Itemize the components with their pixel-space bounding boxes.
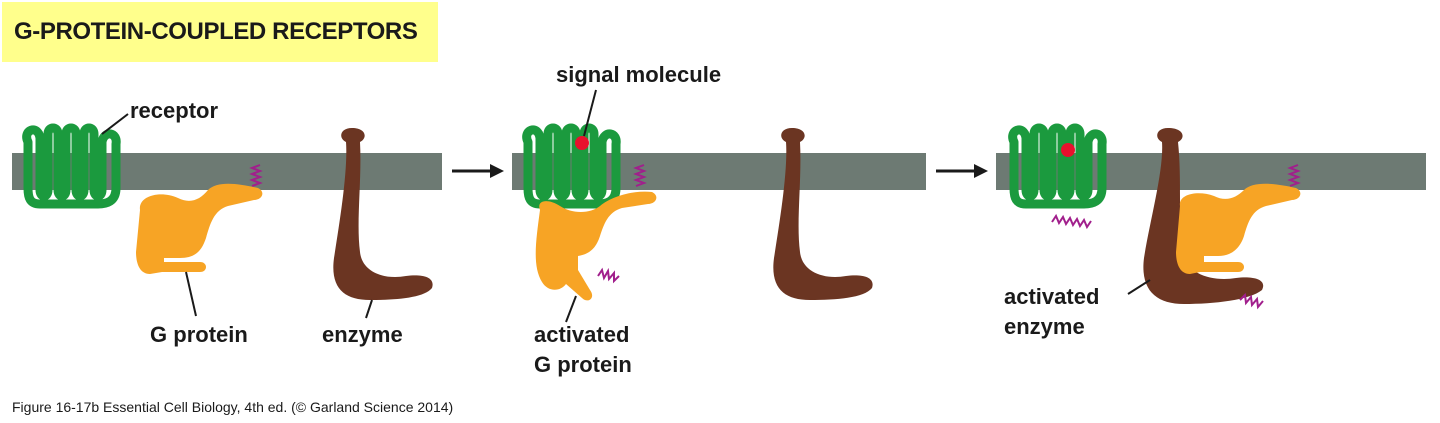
receptor-label: receptor xyxy=(130,98,218,123)
panel-3: activated enzyme xyxy=(996,128,1426,339)
panel-2: signal molecule activated G protein xyxy=(512,62,926,377)
g-protein-1 xyxy=(136,183,263,274)
signal-molecule-3 xyxy=(1061,143,1075,157)
signal-molecule-2 xyxy=(575,136,589,150)
enzyme-leader-line xyxy=(365,299,373,319)
activated-g-protein-3 xyxy=(1176,183,1301,274)
activated-g-protein-label-line1: activated xyxy=(534,322,629,347)
activated-g-protein-2 xyxy=(535,191,657,301)
figure-caption: Figure 16-17b Essential Cell Biology, 4t… xyxy=(12,399,453,415)
lipid-anchor-receptor-3 xyxy=(1051,213,1092,230)
activated-enzyme-leader-line xyxy=(1127,279,1151,295)
panel-1: receptor G protein enzyme xyxy=(12,98,442,347)
g-protein-leader-line xyxy=(185,271,197,317)
enzyme-2 xyxy=(773,128,873,300)
arrow-1 xyxy=(452,164,504,178)
activated-enzyme-label-line1: activated xyxy=(1004,284,1099,309)
activated-enzyme-label-line2: enzyme xyxy=(1004,314,1085,339)
arrow-2 xyxy=(936,164,988,178)
signal-molecule-label: signal molecule xyxy=(556,62,721,87)
activated-g-protein-leader-line xyxy=(565,295,577,323)
figure-title: G-PROTEIN-COUPLED RECEPTORS xyxy=(2,2,438,62)
activated-g-protein-label-line2: G protein xyxy=(534,352,632,377)
g-protein-label: G protein xyxy=(150,322,248,347)
receptor-leader-line xyxy=(101,113,129,135)
lipid-anchor-g-3 xyxy=(1239,292,1264,310)
signal-molecule-leader-line xyxy=(583,89,597,137)
lipid-anchor-released-2 xyxy=(597,267,620,284)
activated-enzyme-3 xyxy=(1143,128,1264,304)
enzyme-label: enzyme xyxy=(322,322,403,347)
enzyme-1 xyxy=(333,128,433,300)
